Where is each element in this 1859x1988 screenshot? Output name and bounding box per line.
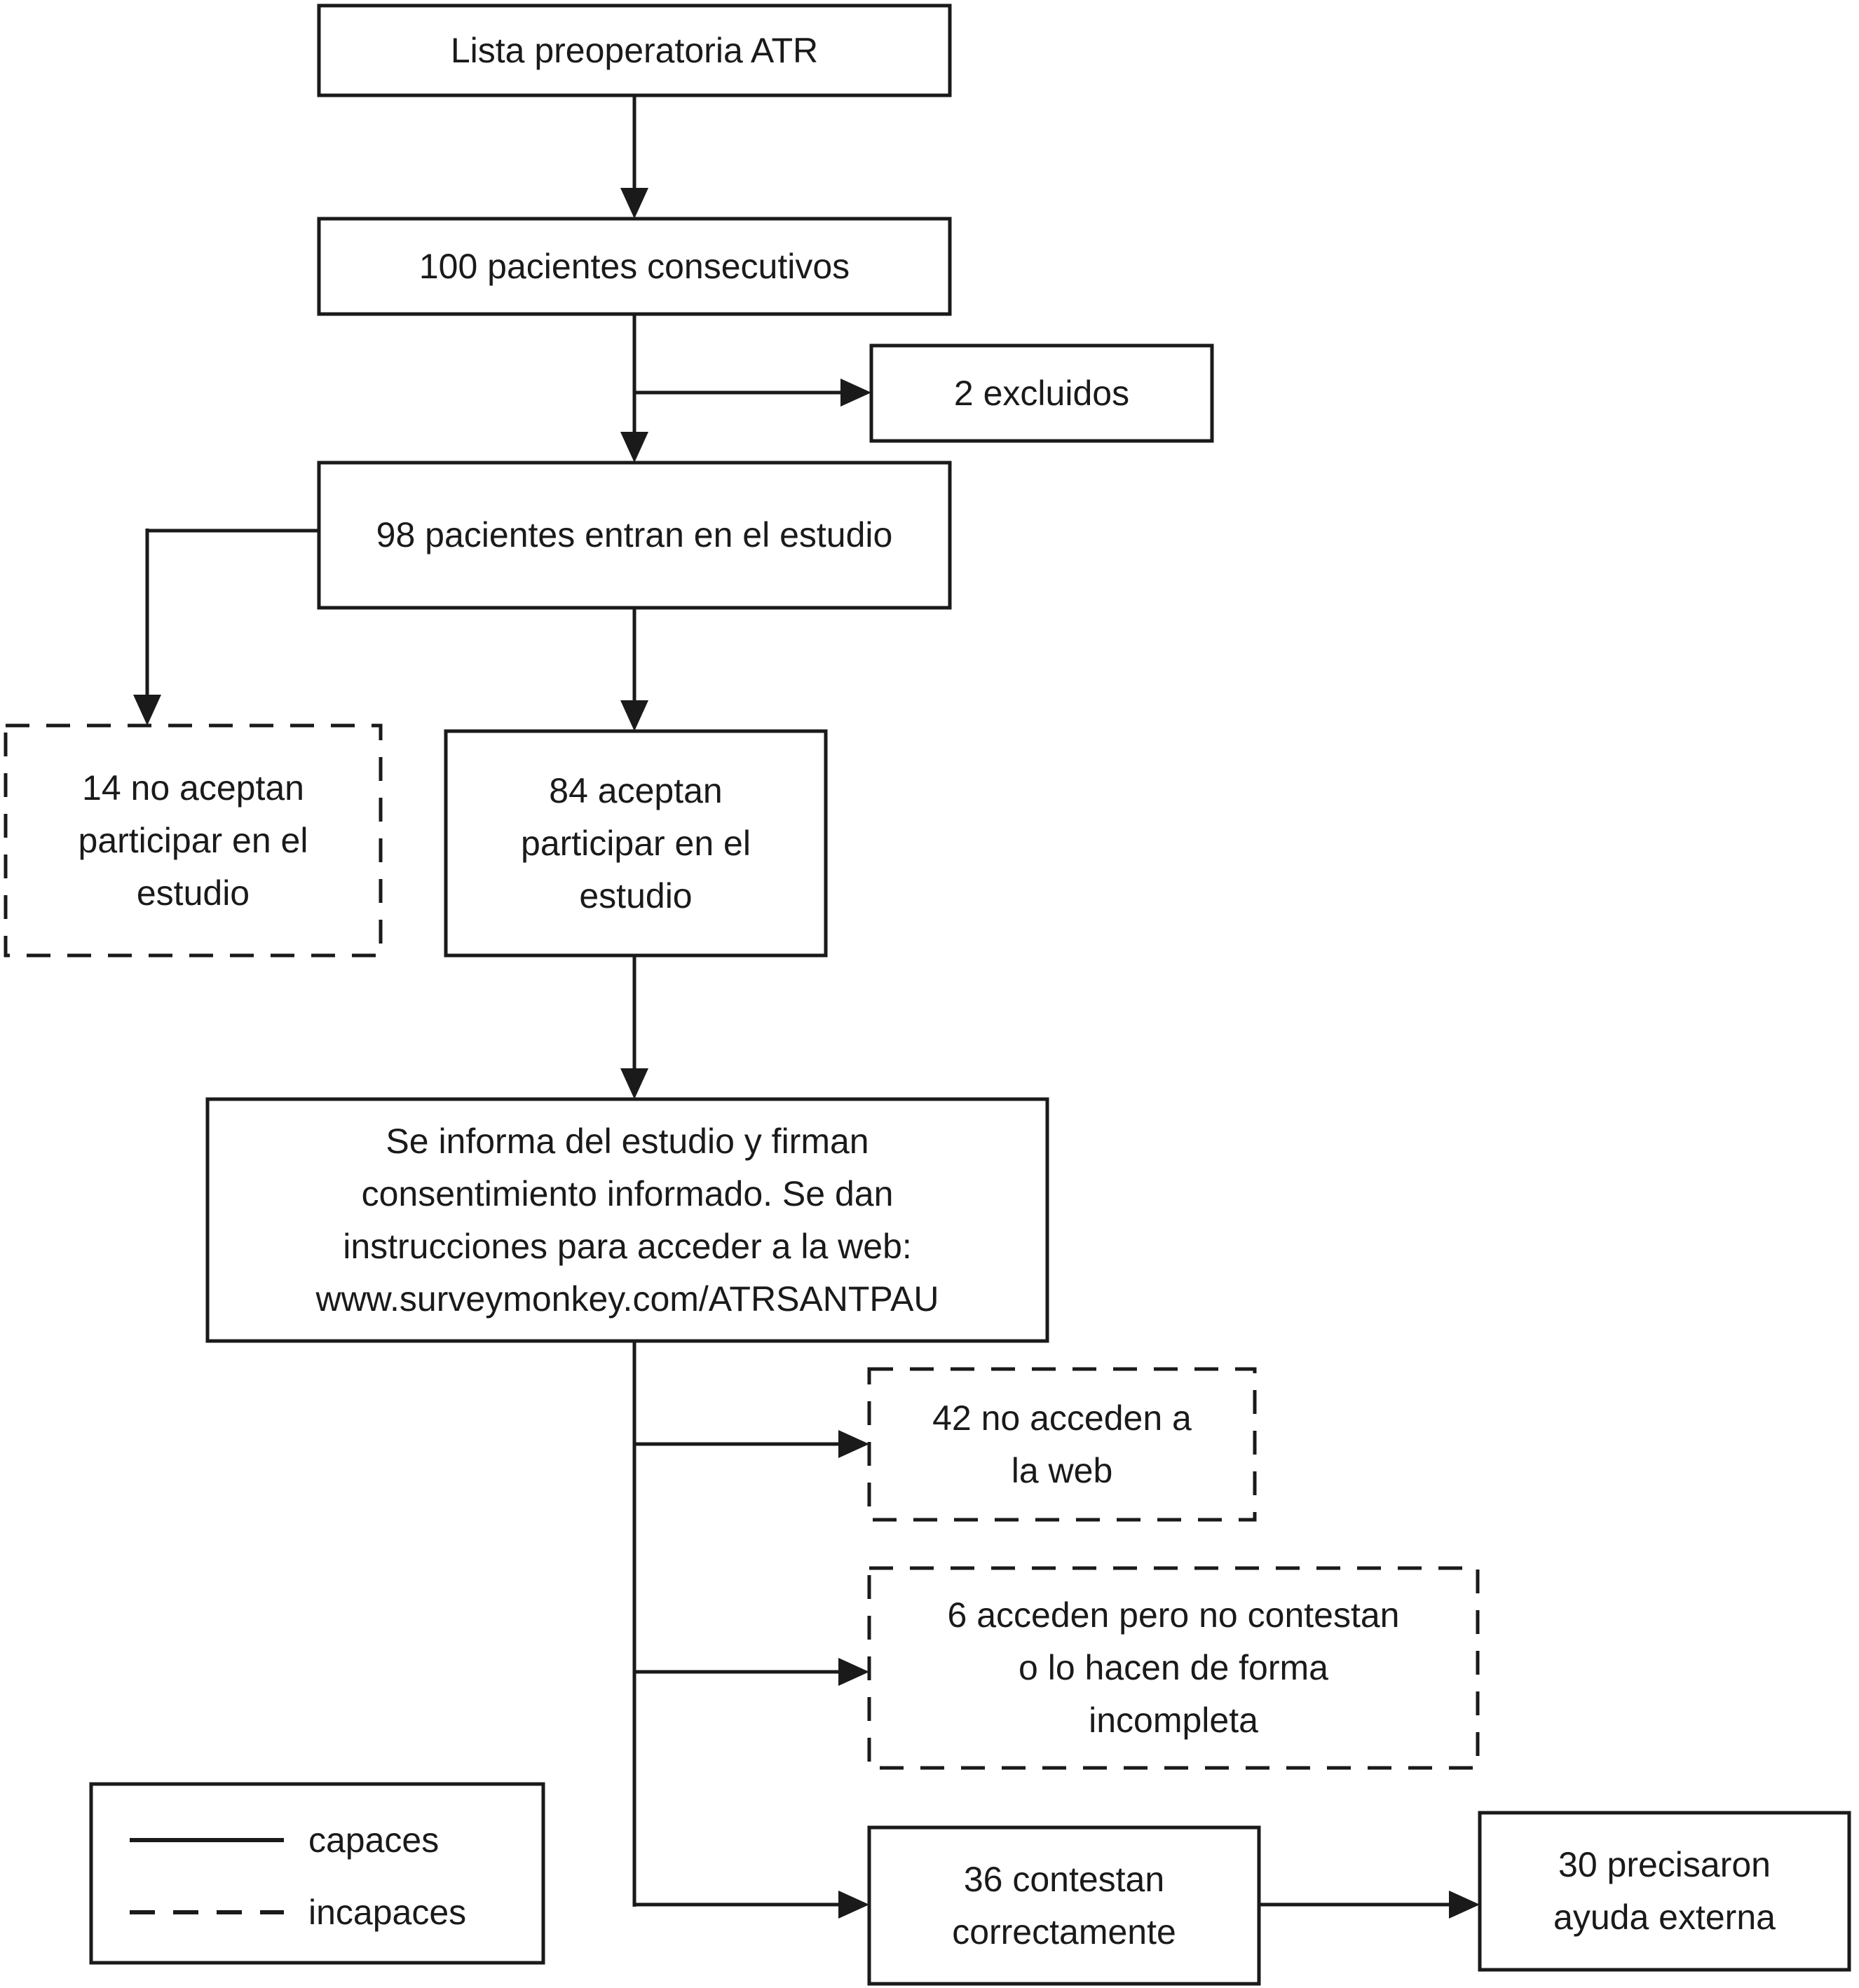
arrowhead-down-84	[620, 700, 648, 731]
node-98-pacientes-label: 98 pacientes entran en el estudio	[376, 515, 893, 554]
node-30-ayuda-externa-box	[1478, 1811, 1851, 1972]
node-6-acceden-incompleta-label: 6 acceden pero no contestan o lo hacen d…	[947, 1595, 1400, 1740]
node-lista-box	[317, 4, 952, 97]
node-30-ayuda-externa-label: 30 precisaron ayuda externa	[1553, 1845, 1776, 1937]
node-98-pacientes-box	[317, 461, 952, 610]
node-se-informa-label: Se informa del estudio y firman consenti…	[315, 1121, 939, 1319]
node-84-aceptan-label: 84 aceptan participar en el estudio	[521, 770, 751, 915]
arrowhead-right-ayuda	[1449, 1891, 1480, 1919]
node-lista-label: Lista preoperatoria ATR	[450, 30, 819, 70]
node-100-pacientes-box	[317, 217, 952, 316]
arrowhead-down-informa	[620, 1068, 648, 1099]
node-2-excluidos-label: 2 excluidos	[953, 373, 1130, 413]
node-84-aceptan-box	[444, 729, 828, 958]
node-6-acceden-incompleta-box	[867, 1566, 1480, 1770]
arrowhead-right-no-acceden	[838, 1430, 869, 1458]
node-14-no-aceptan-box	[4, 723, 383, 958]
node-36-contestan-box	[867, 1825, 1261, 1986]
arrowhead-right-incompleta	[838, 1658, 869, 1686]
legend-item-incapaces-label: incapaces	[308, 1893, 467, 1932]
node-2-excluidos-box	[869, 343, 1214, 443]
arrowhead-down-100	[620, 188, 648, 219]
legend-item-capaces-label: capaces	[308, 1820, 440, 1860]
node-14-no-aceptan-label: 14 no aceptan participar en el estudio	[78, 768, 308, 913]
node-36-contestan-label: 36 contestan correctamente	[952, 1859, 1176, 1952]
legend-box	[89, 1782, 545, 1965]
node-42-no-acceden-box	[867, 1367, 1257, 1522]
node-42-no-acceden-label: 42 no acceden a la web	[932, 1398, 1192, 1490]
arrowhead-right-contestan	[838, 1891, 869, 1919]
arrowhead-down-no-aceptan	[133, 695, 161, 726]
arrowhead-down-98	[620, 432, 648, 463]
arrowhead-right-excluidos	[840, 379, 871, 407]
node-se-informa-box	[205, 1097, 1049, 1343]
node-100-pacientes-label: 100 pacientes consecutivos	[418, 246, 850, 286]
